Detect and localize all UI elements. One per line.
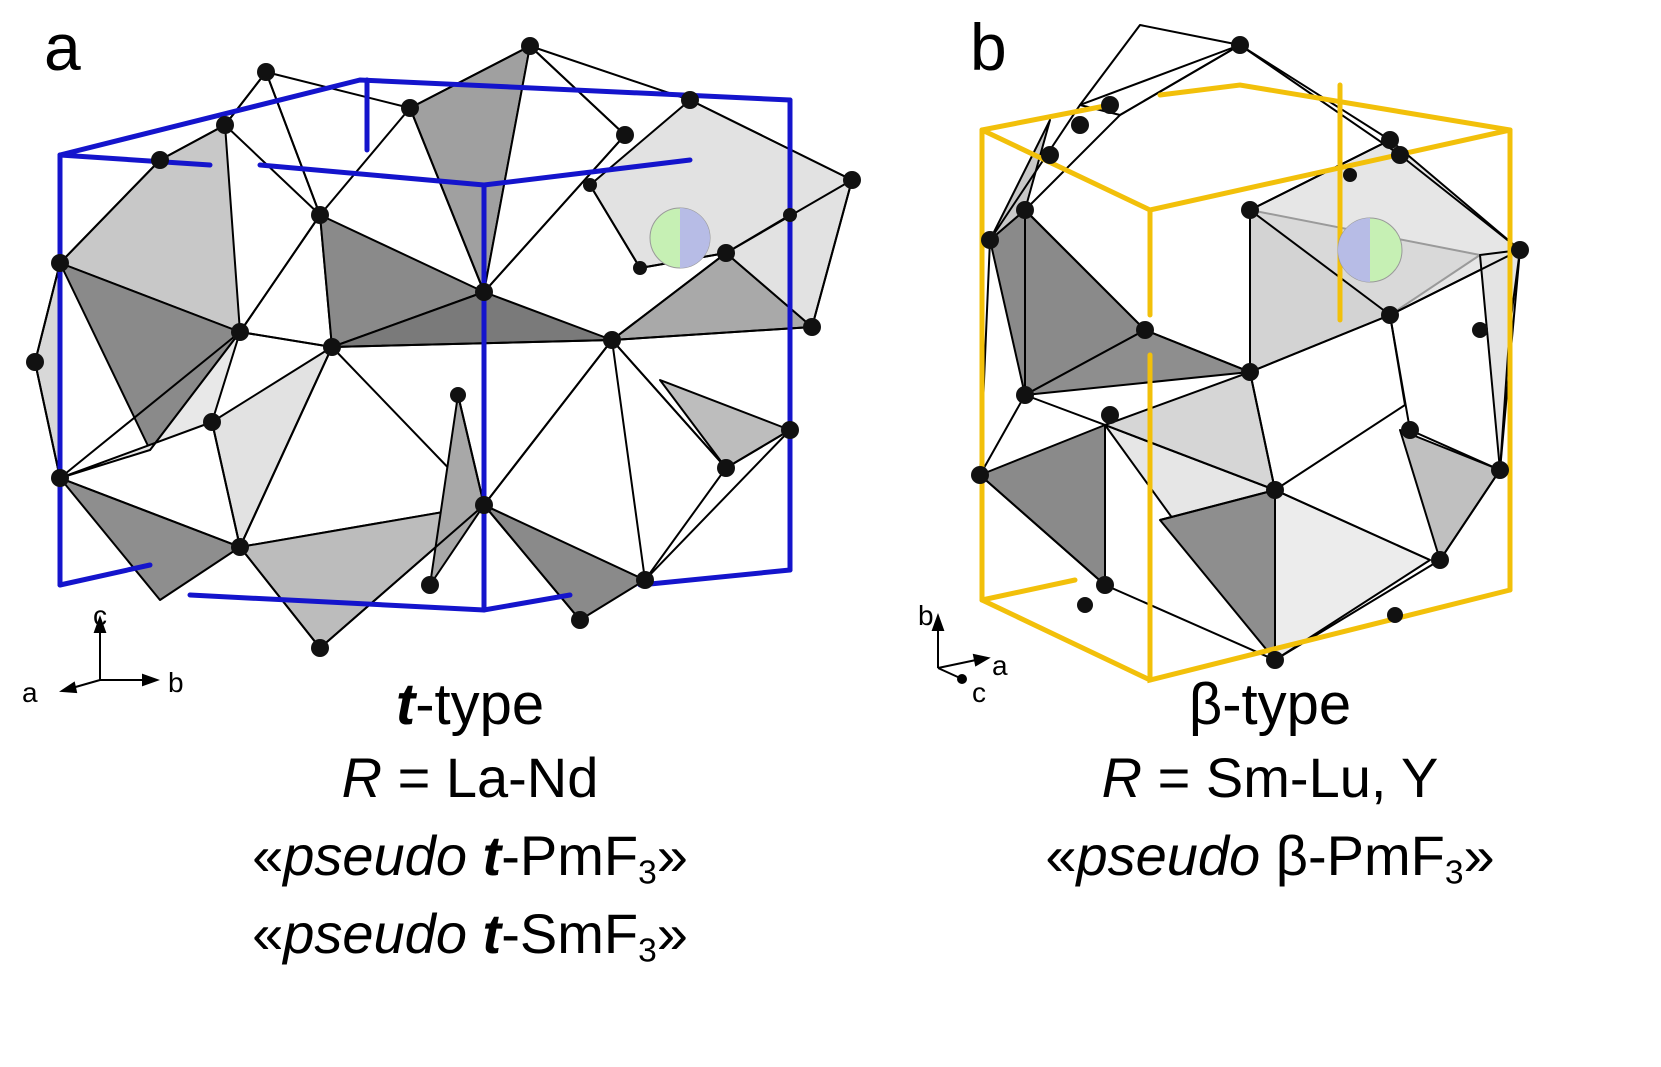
- t-type-fluorine-atoms: [26, 37, 861, 657]
- t-type-range: R = La-Nd: [341, 746, 599, 809]
- axis-label-b: b: [918, 600, 934, 631]
- beta-type-caption: β-type R = Sm-Lu, Y «pseudo β-PmF3»: [970, 672, 1570, 892]
- beta-type-bonds: [978, 44, 1522, 662]
- panel-b: b: [880, 0, 1661, 1067]
- t-type-unit-cell: [57, 77, 793, 613]
- t-type-structure: c a b: [22, 37, 861, 708]
- pseudo-t-pmf3: «pseudo t-PmF3»: [252, 824, 688, 892]
- beta-type-structure: b a c: [918, 24, 1529, 708]
- axis-label-c: c: [972, 677, 986, 708]
- panel-a: a: [22, 10, 861, 970]
- axis-label-a: a: [22, 677, 38, 708]
- t-type-cation: [649, 207, 711, 269]
- pseudo-t-smf3: «pseudo t-SmF3»: [252, 902, 688, 970]
- t-type-title: t-type: [395, 672, 545, 737]
- panel-a-letter: a: [44, 10, 81, 84]
- axis-label-b: b: [168, 667, 184, 698]
- beta-type-range: R = Sm-Lu, Y: [1101, 746, 1439, 809]
- t-type-polyhedra: [34, 45, 853, 649]
- beta-type-fluorine-atoms: [971, 36, 1529, 669]
- panel-b-letter: b: [970, 10, 1007, 84]
- axis-label-c: c: [93, 600, 107, 631]
- t-type-caption: t-type R = La-Nd «pseudo t-PmF3» «pseudo…: [160, 672, 780, 970]
- beta-type-cation: [1337, 217, 1403, 283]
- beta-type-title: β-type: [1188, 672, 1352, 737]
- t-type-axes: c a b: [22, 600, 184, 708]
- pseudo-beta-pmf3: «pseudo β-PmF3»: [1045, 824, 1495, 892]
- axis-label-a: a: [992, 650, 1008, 681]
- beta-type-axes: b a c: [918, 600, 1008, 708]
- beta-type-unit-cell: [979, 82, 1513, 684]
